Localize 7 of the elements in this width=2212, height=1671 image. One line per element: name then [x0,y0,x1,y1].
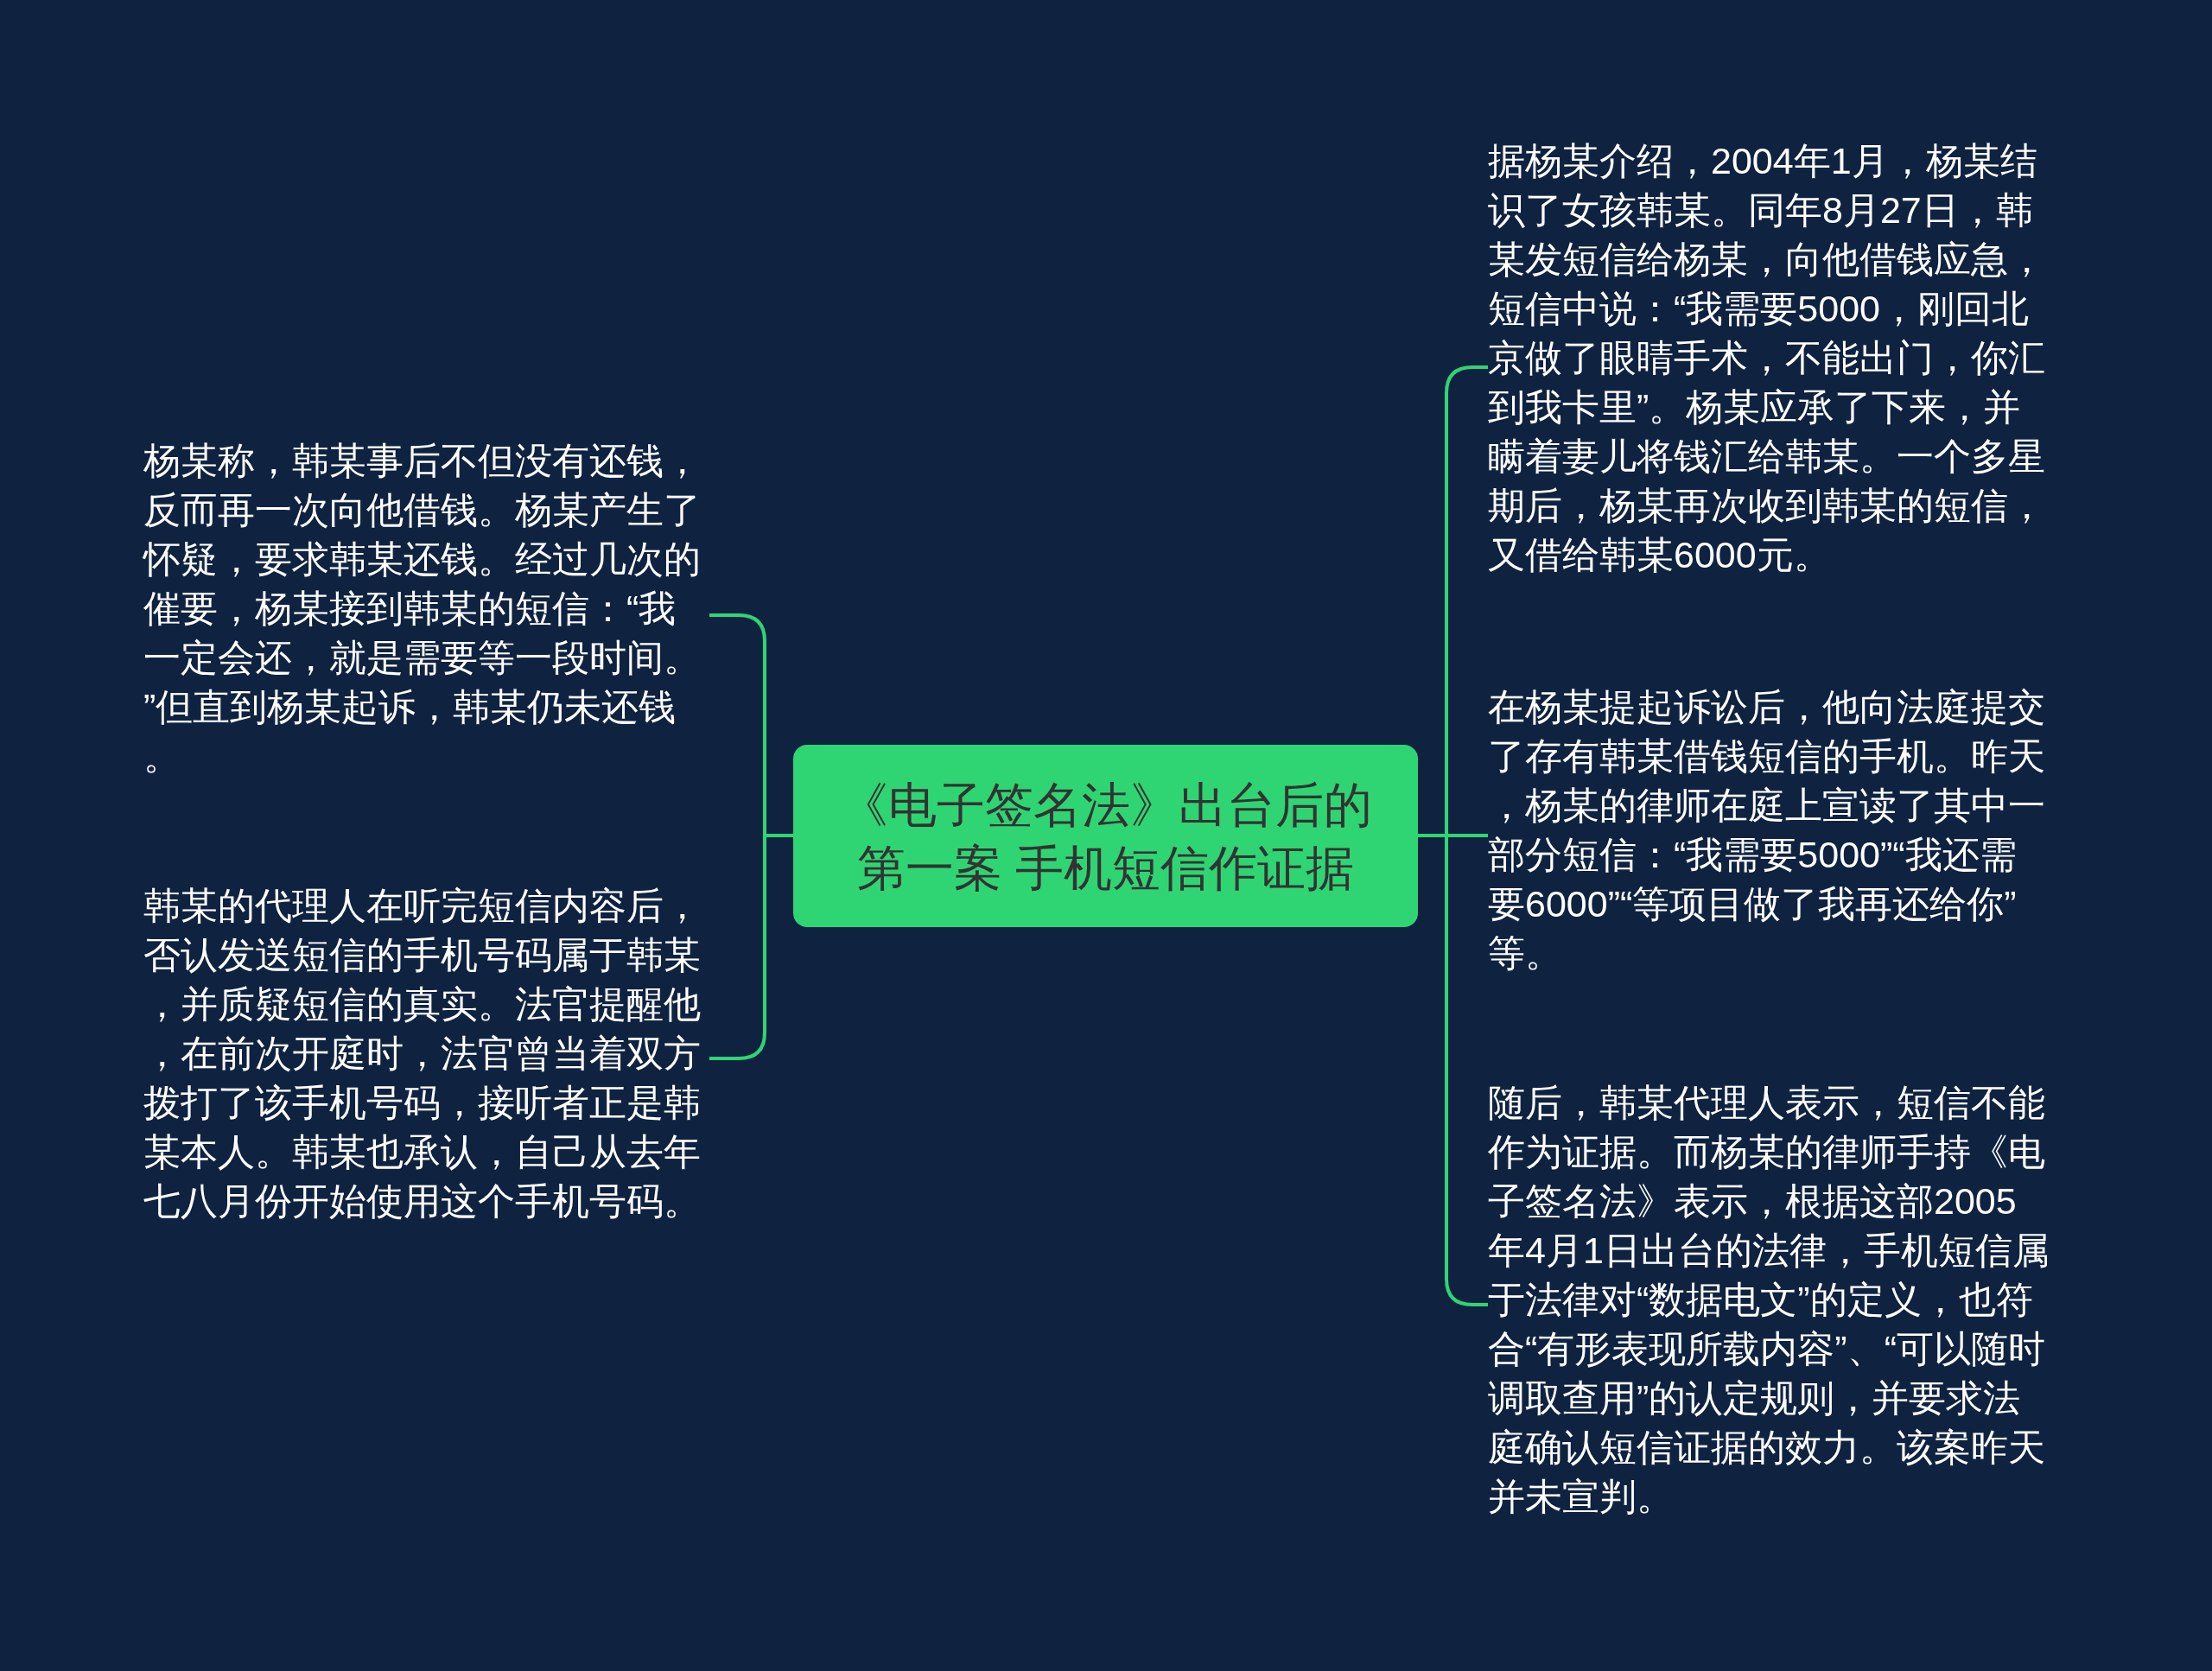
paragraph: 随后，韩某代理人表示，短信不能作为证据。而杨某的律师手持《电子签名法》表示，根据这部2005年4月1日出台的法律，手机短信属于法律对“数据电文”的定义，也符合“有形表现所载内容”、“可以随时调取查用”的认定规则，并要求法庭确认短信证据的效力。该案昨天并未宣判。 [1488,1078,2051,1522]
connector-line [709,834,793,1060]
topic-box: 《电子签名法》出台后的第一案 手机短信作证据 [793,745,1418,927]
paragraph: 在杨某提起诉讼后，他向法庭提交了存有韩某借钱短信的手机。昨天，杨某的律师在庭上宣读了其中一部分短信：“我需要5000”“我还需要6000”“等项目做了我再还给你”等。 [1488,683,2051,978]
paragraph: 杨某称，韩某事后不但没有还钱，反而再一次向他借钱。杨某产生了怀疑，要求韩某还钱。经过几次的催要，杨某接到韩某的短信：“我一定会还，就是需要等一段时间。”但直到杨某起诉，韩某仍未还钱。 [143,436,709,781]
paragraph: 据杨某介绍，2004年1月，杨某结识了女孩韩某。同年8月27日，韩某发短信给杨某，向他借钱应急，短信中说：“我需要5000，刚回北京做了眼睛手术，不能出门，你汇到我卡里”。杨某应承了下来，并瞒着妻儿将钱汇给韩某。一个多星期后，杨某再次收到韩某的短信，又借给韩某6000元。 [1488,137,2051,580]
paragraph: 韩某的代理人在听完短信内容后，否认发送短信的手机号码属于韩某，并质疑短信的真实。法官提醒他，在前次开庭时，法官曾当着双方拨打了该手机号码，接听者正是韩某本人。韩某也承认，自己从去年七八月份开始使用这个手机号码。 [143,881,709,1226]
